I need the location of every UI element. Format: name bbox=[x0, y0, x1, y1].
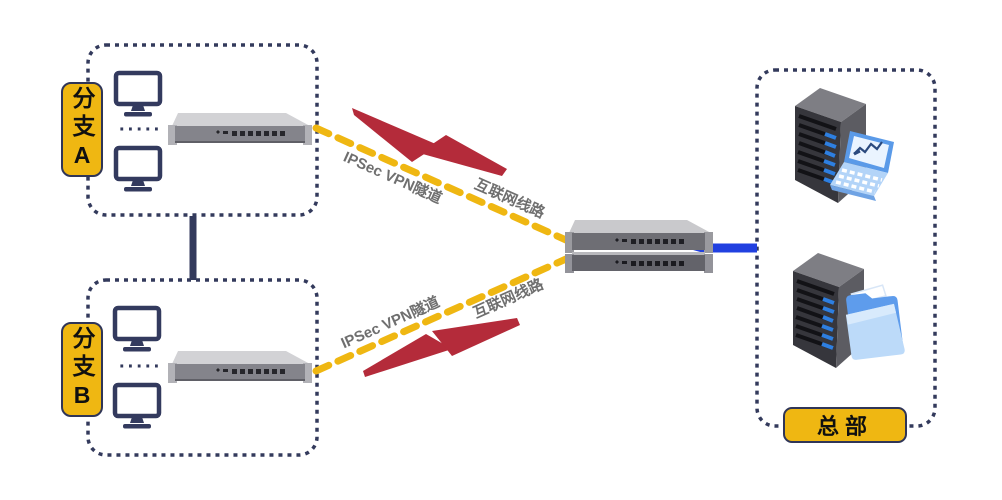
vpn-tunnel-line-top bbox=[312, 124, 570, 244]
rack-router-icon-branch-b bbox=[168, 351, 312, 383]
vpn-tunnel-line-bottom bbox=[312, 255, 570, 375]
lightning-bolt-icon-top bbox=[352, 108, 507, 176]
monitor-icon bbox=[115, 385, 159, 429]
branch-b-label: 分支B bbox=[61, 322, 103, 417]
server-folder-icon bbox=[791, 251, 905, 370]
monitor-icon bbox=[116, 73, 160, 117]
branch-a-label-text: 分支A bbox=[69, 86, 95, 173]
more-hosts-ellipsis-a: ····· bbox=[119, 119, 163, 141]
monitor-icon bbox=[116, 148, 160, 192]
server-laptop-icon bbox=[793, 86, 894, 205]
lightning-bolt-icon-bottom bbox=[363, 318, 520, 377]
headquarters-label-text: 总部 bbox=[816, 414, 873, 439]
branch-b-label-text: 分支B bbox=[69, 326, 95, 413]
stacked-firewall-icon bbox=[565, 220, 713, 273]
more-hosts-ellipsis-b: ····· bbox=[119, 356, 163, 378]
headquarters-label: 总部 bbox=[783, 407, 907, 443]
monitor-icon bbox=[115, 308, 159, 352]
rack-router-icon-branch-a bbox=[168, 113, 312, 145]
branch-a-label: 分支A bbox=[61, 82, 103, 177]
